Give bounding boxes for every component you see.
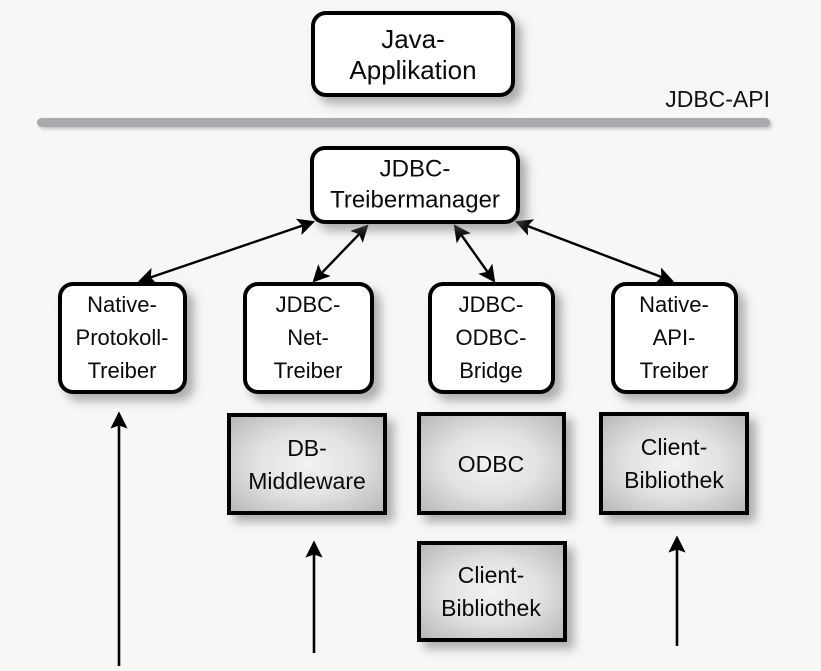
node-client-bibliothek-right[interactable]: Client- Bibliothek: [599, 412, 749, 515]
client-bibliothek-center-box[interactable]: [417, 541, 567, 642]
java-applikation-box[interactable]: [311, 11, 515, 97]
connector-group: [137, 218, 675, 285]
native-api-treiber-box[interactable]: [611, 282, 738, 394]
native-api-treiber-label-line-1: Native-: [639, 292, 709, 317]
node-native-protokoll-treiber[interactable]: Native- Protokoll- Treiber: [58, 282, 187, 394]
client-bibliothek-center-label-line-2: Bibliothek: [441, 595, 541, 621]
node-odbc[interactable]: ODBC: [417, 412, 566, 515]
node-native-api-treiber[interactable]: Native- API- Treiber: [611, 282, 738, 394]
native-protokoll-treiber-label-line-1: Native-: [87, 292, 157, 317]
java-applikation-label-line-1: Java-: [381, 24, 445, 54]
jdbc-api-label: JDBC-API: [665, 86, 770, 112]
client-bibliothek-right-label-line-1: Client-: [641, 434, 707, 460]
jdbc-api-divider: JDBC-API: [37, 86, 770, 127]
odbc-box[interactable]: [417, 412, 566, 515]
jdbc-api-bar: [37, 118, 770, 127]
jdbc-treibermanager-label-line-2: Treibermanager: [330, 186, 500, 213]
db-middleware-label-line-1: DB-: [287, 435, 327, 461]
connector-manager-native-api-treiber: [514, 219, 675, 284]
db-middleware-label-line-2: Middleware: [248, 468, 366, 494]
jdbc-treibermanager-label-line-1: JDBC-: [380, 155, 451, 182]
native-api-treiber-label-line-2: API-: [653, 325, 696, 350]
native-protokoll-treiber-box[interactable]: [58, 282, 187, 394]
node-client-bibliothek-center[interactable]: Client- Bibliothek: [417, 541, 567, 642]
jdbc-odbc-bridge-label-line-2: ODBC-: [456, 325, 527, 350]
connector-manager-jdbc-odbc-bridge: [453, 224, 496, 283]
client-bibliothek-center-label-line-1: Client-: [458, 562, 524, 588]
native-api-treiber-label-line-3: Treiber: [640, 358, 709, 383]
node-jdbc-net-treiber[interactable]: JDBC- Net- Treiber: [243, 282, 374, 394]
node-db-middleware[interactable]: DB- Middleware: [227, 413, 387, 515]
node-jdbc-treibermanager[interactable]: JDBC- Treibermanager: [310, 146, 520, 224]
jdbc-net-treiber-box[interactable]: [243, 282, 374, 394]
java-applikation-label-line-2: Applikation: [349, 55, 476, 85]
upward-flow-group: [110, 411, 686, 666]
jdbc-odbc-bridge-label-line-1: JDBC-: [459, 292, 524, 317]
native-protokoll-treiber-label-line-3: Treiber: [88, 358, 157, 383]
jdbc-net-treiber-label-line-1: JDBC-: [276, 292, 341, 317]
client-bibliothek-right-box[interactable]: [599, 412, 749, 515]
db-middleware-box[interactable]: [227, 413, 387, 515]
jdbc-odbc-bridge-box[interactable]: [428, 282, 555, 394]
jdbc-treibermanager-box[interactable]: [310, 146, 520, 224]
node-jdbc-odbc-bridge[interactable]: JDBC- ODBC- Bridge: [428, 282, 555, 394]
jdbc-net-treiber-label-line-2: Net-: [287, 325, 329, 350]
odbc-label-line-1: ODBC: [458, 451, 524, 477]
jdbc-net-treiber-label-line-3: Treiber: [274, 358, 343, 383]
connector-manager-jdbc-net-treiber: [312, 224, 369, 283]
node-java-applikation[interactable]: Java- Applikation: [311, 11, 515, 97]
native-protokoll-treiber-label-line-2: Protokoll-: [76, 325, 169, 350]
jdbc-odbc-bridge-label-line-3: Bridge: [459, 358, 523, 383]
connector-manager-native-protokoll-treiber: [137, 218, 316, 285]
client-bibliothek-right-label-line-2: Bibliothek: [624, 467, 724, 493]
